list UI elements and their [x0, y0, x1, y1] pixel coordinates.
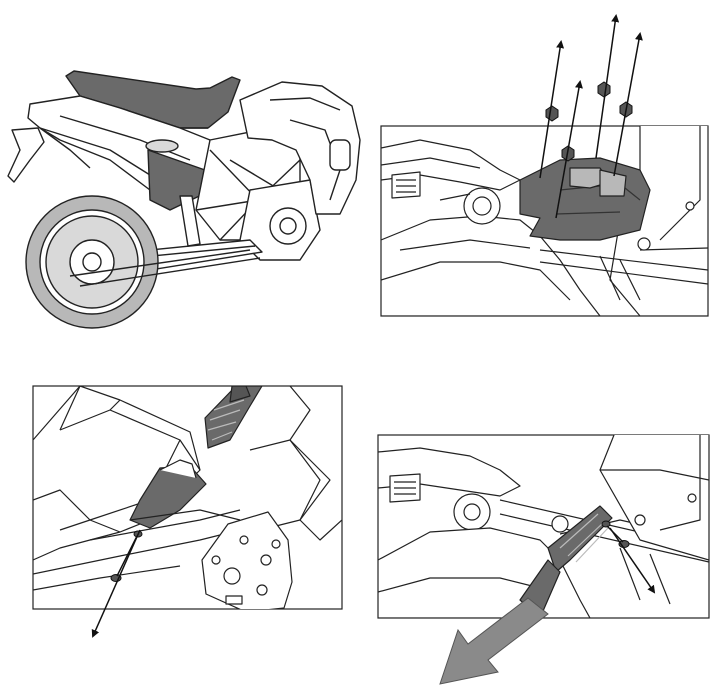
- removal-arrow-icon: [595, 14, 620, 159]
- shock-spring: [204, 386, 263, 449]
- fuel-tank: [239, 81, 361, 215]
- fastener-screw-icon: [91, 529, 143, 638]
- motorcycle-illustration: [7, 70, 361, 329]
- fastener-nut-icon: [613, 32, 643, 177]
- removal-arrow-icon: [609, 527, 656, 594]
- panel-step-3: [377, 434, 710, 685]
- direction-arrow-icon: [439, 597, 549, 685]
- removal-arrow-icon: [613, 32, 643, 177]
- fastener-group: [539, 14, 643, 219]
- fastener-nut-icon: [539, 40, 565, 179]
- fastener-screw-icon: [601, 520, 656, 594]
- removal-arrow-icon: [539, 40, 565, 179]
- tail-light: [145, 139, 179, 153]
- fastener-nut-icon: [595, 14, 620, 159]
- panel-step-2: [32, 385, 343, 638]
- removal-arrow-icon: [91, 529, 141, 638]
- panel-step-1: [380, 14, 709, 317]
- footpeg-plate: [201, 511, 293, 609]
- rear-shock: [179, 195, 201, 247]
- removal-arrow-icon: [555, 80, 583, 219]
- rear-wheel: [25, 195, 159, 329]
- plate-holder: [7, 127, 45, 183]
- fastener-nut-icon: [555, 80, 583, 219]
- panel-overview: [7, 70, 361, 329]
